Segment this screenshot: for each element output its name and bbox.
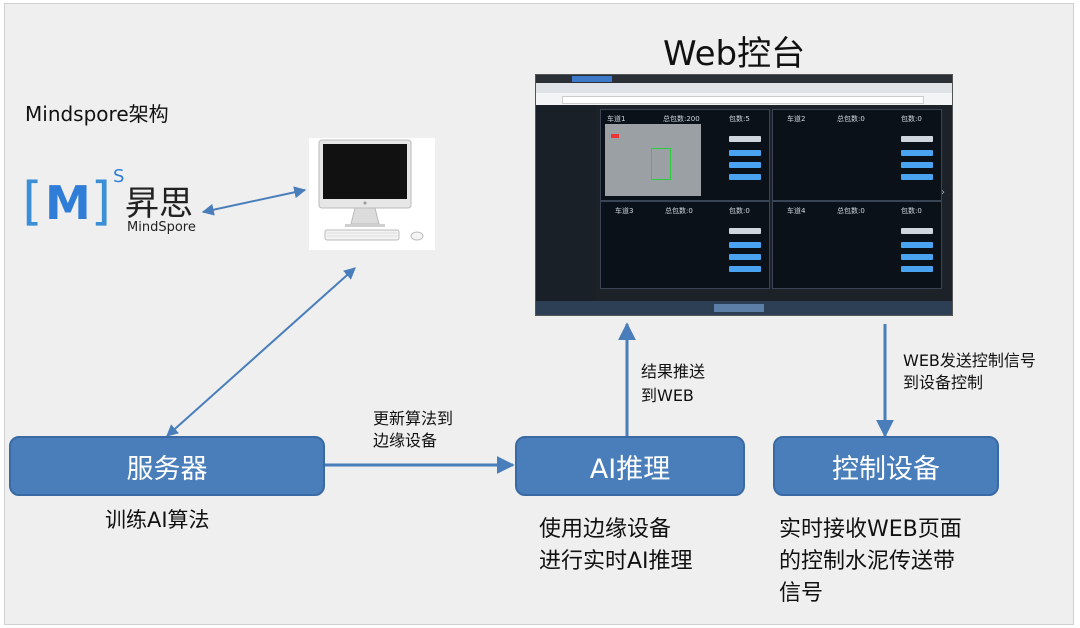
lane-count: 包数:0 [901,115,922,123]
lane-button[interactable] [901,242,933,248]
ai-inference-box: AI推理 [515,436,745,496]
lane-name: 车道1 [607,115,626,123]
caption-line: 的控制水泥传送带 [779,549,956,574]
lane-button[interactable] [729,254,761,260]
caption-line: 信号 [779,581,824,606]
lane-button[interactable] [901,162,933,168]
control-device-box: 控制设备 [773,436,999,496]
lane-panel-3: 车道3 总包数:0 包数:0 [600,201,770,289]
address-bar [562,96,924,104]
diagram-slide: Web控台 Mindspore架构 [ M ] S 昇思 MindSpore [4,3,1074,625]
edge-label-line: 到WEB [641,386,694,405]
console-sidebar [536,105,596,301]
lane-button[interactable] [901,174,933,180]
control-caption: 实时接收WEB页面 的控制水泥传送带 信号 [779,514,962,610]
lane-select[interactable] [901,136,933,142]
logo-right-bracket: ] [87,172,119,232]
lane-panel-1: 车道1 总包数:200 包数:5 [600,109,770,201]
taskbar-icons [714,304,764,312]
lane-button[interactable] [729,162,761,168]
edge-label-control: WEB发送控制信号 到设备控制 [903,350,1036,394]
arrow-computer-server [166,267,356,437]
logo-mark: M [45,176,91,230]
chevron-right-icon[interactable]: › [941,187,945,198]
lane-select[interactable] [901,228,933,234]
lane-button[interactable] [729,242,761,248]
lane-button[interactable] [901,266,933,272]
lane-total: 总包数:0 [837,115,865,123]
camera-feed-image [605,124,701,196]
status-marker [611,134,619,138]
lane-total: 总包数:0 [837,207,865,215]
lane-count: 包数:0 [729,207,750,215]
lane-select[interactable] [729,228,761,234]
lane-button[interactable] [729,174,761,180]
edge-label-line: WEB发送控制信号 [903,351,1036,370]
logo-left-bracket: [ [15,172,47,232]
taskbar [536,301,952,315]
ai-caption: 使用边缘设备 进行实时AI推理 [539,514,693,578]
web-console-screenshot: 车道1 总包数:200 包数:5 车道2 总包数:0 包数:0 车道3 总包数:… [535,74,953,316]
lane-panel-4: 车道4 总包数:0 包数:0 [772,201,942,289]
browser-tab-strip [536,83,952,93]
detection-box [651,148,671,180]
server-box: 服务器 [9,436,325,496]
lane-panel-2: 车道2 总包数:0 包数:0 [772,109,942,201]
caption-line: 使用边缘设备 [539,517,672,542]
lane-total: 总包数:0 [665,207,693,215]
edge-label-update: 更新算法到 边缘设备 [373,408,453,452]
arrow-logo-computer [201,186,307,216]
lane-name: 车道3 [615,207,634,215]
lane-select[interactable] [729,136,761,142]
os-title-bar [536,75,952,83]
caption-line: 实时接收WEB页面 [779,517,962,542]
lane-count: 包数:5 [729,115,750,123]
web-console-title: Web控台 [663,34,806,74]
framework-label: Mindspore架构 [25,102,169,126]
edge-label-line: 边缘设备 [373,431,438,450]
lane-button[interactable] [729,150,761,156]
logo-brand-cn: 昇思 [125,184,193,224]
edge-label-line: 到设备控制 [903,373,984,392]
lane-button[interactable] [729,266,761,272]
server-caption: 训练AI算法 [105,508,210,532]
lane-button[interactable] [901,150,933,156]
logo-superscript: S [113,166,125,187]
mindspore-logo: [ M ] S 昇思 MindSpore [15,166,215,242]
edge-label-line: 结果推送 [641,362,706,381]
lane-count: 包数:0 [901,207,922,215]
logo-brand-en: MindSpore [127,220,196,235]
lane-button[interactable] [901,254,933,260]
caption-line: 进行实时AI推理 [539,549,693,574]
connector-arrows [166,186,894,474]
edge-label-push: 结果推送 到WEB [641,360,705,408]
computer-illustration [309,138,435,250]
lane-name: 车道4 [787,207,806,215]
browser-tab [572,76,612,82]
edge-label-line: 更新算法到 [373,409,454,428]
lane-name: 车道2 [787,115,806,123]
lane-total: 总包数:200 [663,115,700,123]
